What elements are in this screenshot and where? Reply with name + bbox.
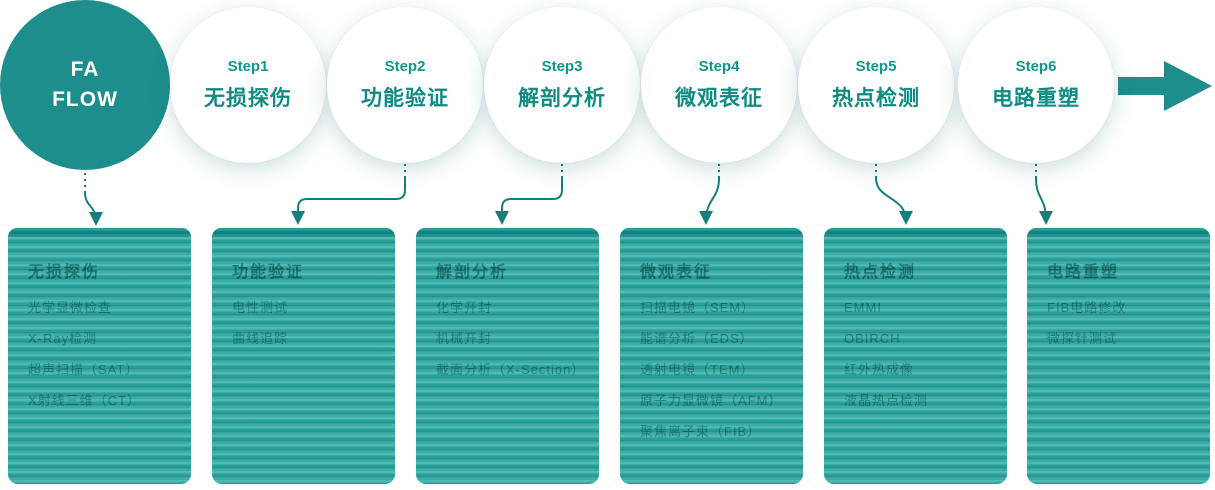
- card-item: 液晶热点检测: [844, 393, 929, 408]
- card-item: 聚焦离子束（FIB）: [640, 424, 762, 439]
- card-item: OBIRCH: [844, 331, 901, 346]
- card-title: 电路重塑: [1047, 264, 1120, 281]
- step-number: Step5: [855, 58, 897, 75]
- card-item: 超声扫描（SAT）: [28, 362, 140, 377]
- connector-line-5: [875, 177, 913, 225]
- card-title: 解剖分析: [436, 264, 509, 281]
- card-item-list: 电性测试 曲线追踪: [232, 300, 375, 347]
- card-item: 光学显微检查: [28, 300, 113, 315]
- step-circle-6: Step6 电路重塑: [958, 7, 1114, 163]
- step-circle-3: Step3 解剖分析: [484, 7, 640, 163]
- card-item: 化学开封: [436, 300, 493, 315]
- fa-flow-badge-line1: FA: [70, 57, 100, 81]
- step-number: Step4: [698, 58, 740, 75]
- step-circle-1: Step1 无损探伤: [170, 7, 326, 163]
- step-title: 无损探伤: [204, 87, 292, 110]
- connector-line-4: [699, 177, 720, 225]
- card-item-list: 化学开封 机械开封 截面分析（X-Section）: [436, 300, 586, 378]
- step-title: 微观表征: [675, 87, 763, 110]
- step-number: Step3: [541, 58, 583, 75]
- step-number: Step1: [227, 58, 269, 75]
- fa-flow-badge-line2: FLOW: [52, 88, 118, 111]
- card-item: X射线三维（CT）: [28, 393, 142, 408]
- card-circuit-edit: 电路重塑 FIB电路修改 微探针测试: [1027, 228, 1210, 484]
- card-item-list: 光学显微检查 X-Ray检测 超声扫描（SAT） X射线三维（CT）: [28, 300, 171, 409]
- connector-line-6: [1035, 177, 1053, 225]
- card-item-list: FIB电路修改 微探针测试: [1047, 300, 1190, 347]
- step-title: 功能验证: [361, 87, 449, 110]
- card-item: 微探针测试: [1047, 331, 1118, 346]
- connector-line-2: [291, 178, 406, 225]
- card-title: 微观表征: [640, 264, 713, 281]
- card-nondestructive: 无损探伤 光学显微检查 X-Ray检测 超声扫描（SAT） X射线三维（CT）: [8, 228, 191, 484]
- flow-arrow-icon: [1118, 61, 1212, 111]
- card-item-list: 扫描电镜（SEM） 能谱分析（EDS） 透射电镜（TEM） 原子力显微镜（AFM…: [640, 300, 783, 440]
- card-item: 能谱分析（EDS）: [640, 331, 754, 346]
- step-title: 电路重塑: [992, 87, 1080, 110]
- card-microscopy: 微观表征 扫描电镜（SEM） 能谱分析（EDS） 透射电镜（TEM） 原子力显微…: [620, 228, 803, 484]
- card-title: 功能验证: [232, 264, 305, 281]
- card-item: 红外热成像: [844, 362, 915, 377]
- step-circle-2: Step2 功能验证: [327, 7, 483, 163]
- card-item: 截面分析（X-Section）: [436, 362, 586, 377]
- card-item: 扫描电镜（SEM）: [640, 300, 756, 315]
- fa-flow-badge: FA FLOW: [0, 0, 170, 170]
- card-decap: 解剖分析 化学开封 机械开封 截面分析（X-Section）: [416, 228, 599, 484]
- card-hotspot: 热点检测 EMMI OBIRCH 红外热成像 液晶热点检测: [824, 228, 1007, 484]
- card-item: 机械开封: [436, 331, 493, 346]
- card-title: 无损探伤: [28, 264, 101, 281]
- step-circle-5: Step5 热点检测: [798, 7, 954, 163]
- card-item: FIB电路修改: [1047, 300, 1127, 315]
- card-item: X-Ray检测: [28, 331, 98, 346]
- card-item: EMMI: [844, 300, 882, 315]
- card-item: 曲线追踪: [232, 331, 289, 346]
- step-title: 解剖分析: [518, 87, 606, 110]
- card-functional: 功能验证 电性测试 曲线追踪: [212, 228, 395, 484]
- step-circle-4: Step4 微观表征: [641, 7, 797, 163]
- card-title: 热点检测: [844, 264, 917, 281]
- connector-line-1: [84, 191, 103, 226]
- step-title: 热点检测: [832, 87, 920, 110]
- card-item: 电性测试: [232, 300, 289, 315]
- card-item-list: EMMI OBIRCH 红外热成像 液晶热点检测: [844, 300, 987, 409]
- connector-line-3: [495, 178, 563, 225]
- step-number: Step2: [384, 58, 426, 75]
- card-item: 透射电镜（TEM）: [640, 362, 755, 377]
- step-number: Step6: [1015, 58, 1057, 75]
- card-item: 原子力显微镜（AFM）: [640, 393, 783, 408]
